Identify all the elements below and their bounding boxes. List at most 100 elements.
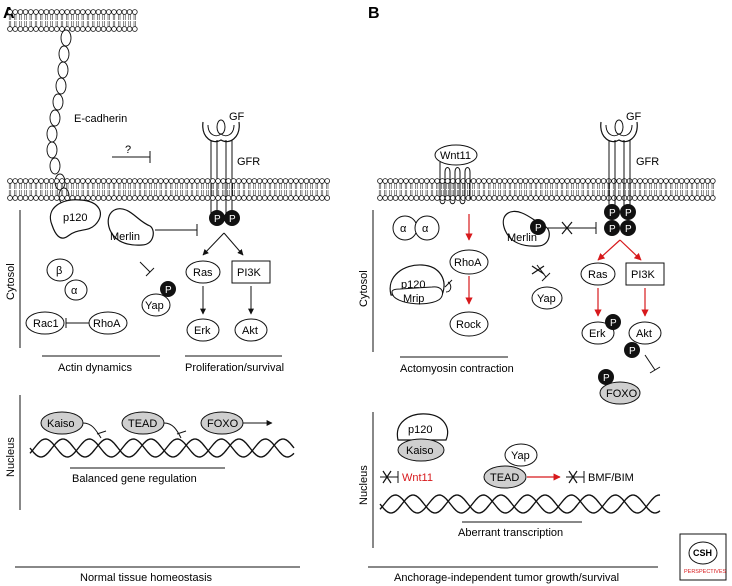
receptor-phospho-a2 [224,210,240,226]
gfr-receptor-a [202,119,240,220]
receptor-phospho-b1-label: P [609,208,616,219]
erk-phospho-b [605,314,621,330]
merlin-label-b: Merlin [507,232,537,244]
logo-line1: CSH [693,548,712,558]
merlin-inhibit-yap-bar [145,267,155,277]
tead-label-a: TEAD [128,418,157,430]
alpha-label-a: α [71,285,78,297]
erk-phospho-label-b: P [610,318,617,329]
alpha-label-b2: α [422,223,429,235]
alpha-catenin-a [64,279,88,301]
yap-phospho-a [160,281,176,297]
yap-inhibit-bar-b [541,272,551,282]
gfr-label-a: GFR [237,156,260,168]
rhoa-b [449,249,489,275]
tead-label-b: TEAD [490,472,519,484]
yap-cyto-label-b: Yap [537,293,556,305]
gf-label-b: GF [626,111,642,123]
foxo-b [599,381,641,405]
wnt11-gene-label: Wnt11 [402,472,433,484]
mrip-inhibit-bar [444,279,453,288]
cytosol-label-a: Cytosol [5,263,17,300]
akt-label-a: Akt [242,325,258,337]
cytosol-label-b: Cytosol [358,270,370,307]
rock-label-b: Rock [456,319,482,331]
bmf-bim-repressed [566,470,585,484]
arrow-to-ras-a [202,232,225,256]
aberrant-label: Aberrant transcription [458,527,563,539]
mrip-label: Mrip [403,293,424,305]
erk-a [186,318,220,342]
rhoa-a [88,311,128,335]
foxo-label-a: FOXO [207,418,239,430]
tead-repress-curve [163,422,182,439]
merlin-blocked-cross2 [561,221,573,235]
p120-nuc-shape [396,413,449,441]
membrane-a [7,178,331,201]
receptor-phospho-b2 [620,204,636,220]
rhoa-label-b: RhoA [454,257,482,269]
csh-perspectives-logo: CSH PERSPECTIVES [679,533,727,581]
receptor-phospho-b3-label: P [609,224,616,235]
receptor-phospho-a1 [209,210,225,226]
arrow-to-ras-b [597,239,621,261]
question-mark: ? [125,144,131,156]
footer-a: Normal tissue homeostasis [80,572,213,584]
receptor-phospho-b3 [604,220,620,236]
frizzled-receptor [439,162,471,205]
kaiso-label-a: Kaiso [47,418,75,430]
receptor-phospho-b4 [620,220,636,236]
e-cadherin-chain [46,29,72,205]
logo-line2: PERSPECTIVES [684,569,727,575]
receptor-phospho-a1-label: P [214,214,221,225]
receptor-phospho-b2-label: P [625,208,632,219]
e-cadherin-label: E-cadherin [74,113,127,125]
receptor-phospho-a2-label: P [229,214,236,225]
ras-label-b: Ras [588,269,608,281]
rac1-label-a: Rac1 [33,318,59,330]
erk-b [581,321,615,345]
merlin-phospho-b [530,219,546,235]
yap-nuc [504,443,538,467]
yap-inhibit-cross2-b [531,265,545,275]
top-membrane [7,9,138,32]
mrip-shape [391,286,443,305]
footer-b: Anchorage-independent tumor growth/survi… [394,572,619,584]
pi3k-label-b: PI3K [631,269,656,281]
actin-dynamics-label: Actin dynamics [58,362,132,374]
ras-label-a: Ras [193,267,213,279]
yap-inhibit-line-b [536,264,547,278]
kaiso-b [397,438,445,462]
pi3k-box-a [231,260,271,284]
nucleus-label-b: Nucleus [358,465,370,505]
merlin-phospho-label-b: P [535,223,542,234]
dna-helix-a [29,438,295,458]
wnt11-ligand [434,144,478,166]
membrane-b [377,178,716,201]
p120-nuc-label: p120 [408,424,432,436]
akt-b [628,321,662,345]
beta-label-a: β [56,265,62,277]
wnt11-ligand-label: Wnt11 [440,150,471,162]
gfr-receptor-b [600,119,638,210]
receptor-phospho-b4-label: P [625,224,632,235]
alpha-catenin-b2 [414,215,440,241]
rhoa-label-a: RhoA [93,318,121,330]
akt-foxo-line [644,354,656,371]
foxo-phospho-label-b: P [603,373,610,384]
tead-repress-bar [176,430,187,435]
tead-b [483,465,527,489]
merlin-inhibit-yap-line [139,261,151,273]
yap-cyto-b [531,286,563,310]
yap-phospho-label-a: P [165,285,172,296]
yap-label-a: Yap [145,300,164,312]
p120-label-a: p120 [63,212,87,224]
erk-label-b: Erk [589,328,606,340]
akt-foxo-bar [649,366,661,374]
pi3k-box-b [625,262,665,286]
foxo-label-b: FOXO [606,388,638,400]
pi3k-label-a: PI3K [237,267,262,279]
balanced-label: Balanced gene regulation [72,473,197,485]
merlin-shape-a [107,208,154,246]
